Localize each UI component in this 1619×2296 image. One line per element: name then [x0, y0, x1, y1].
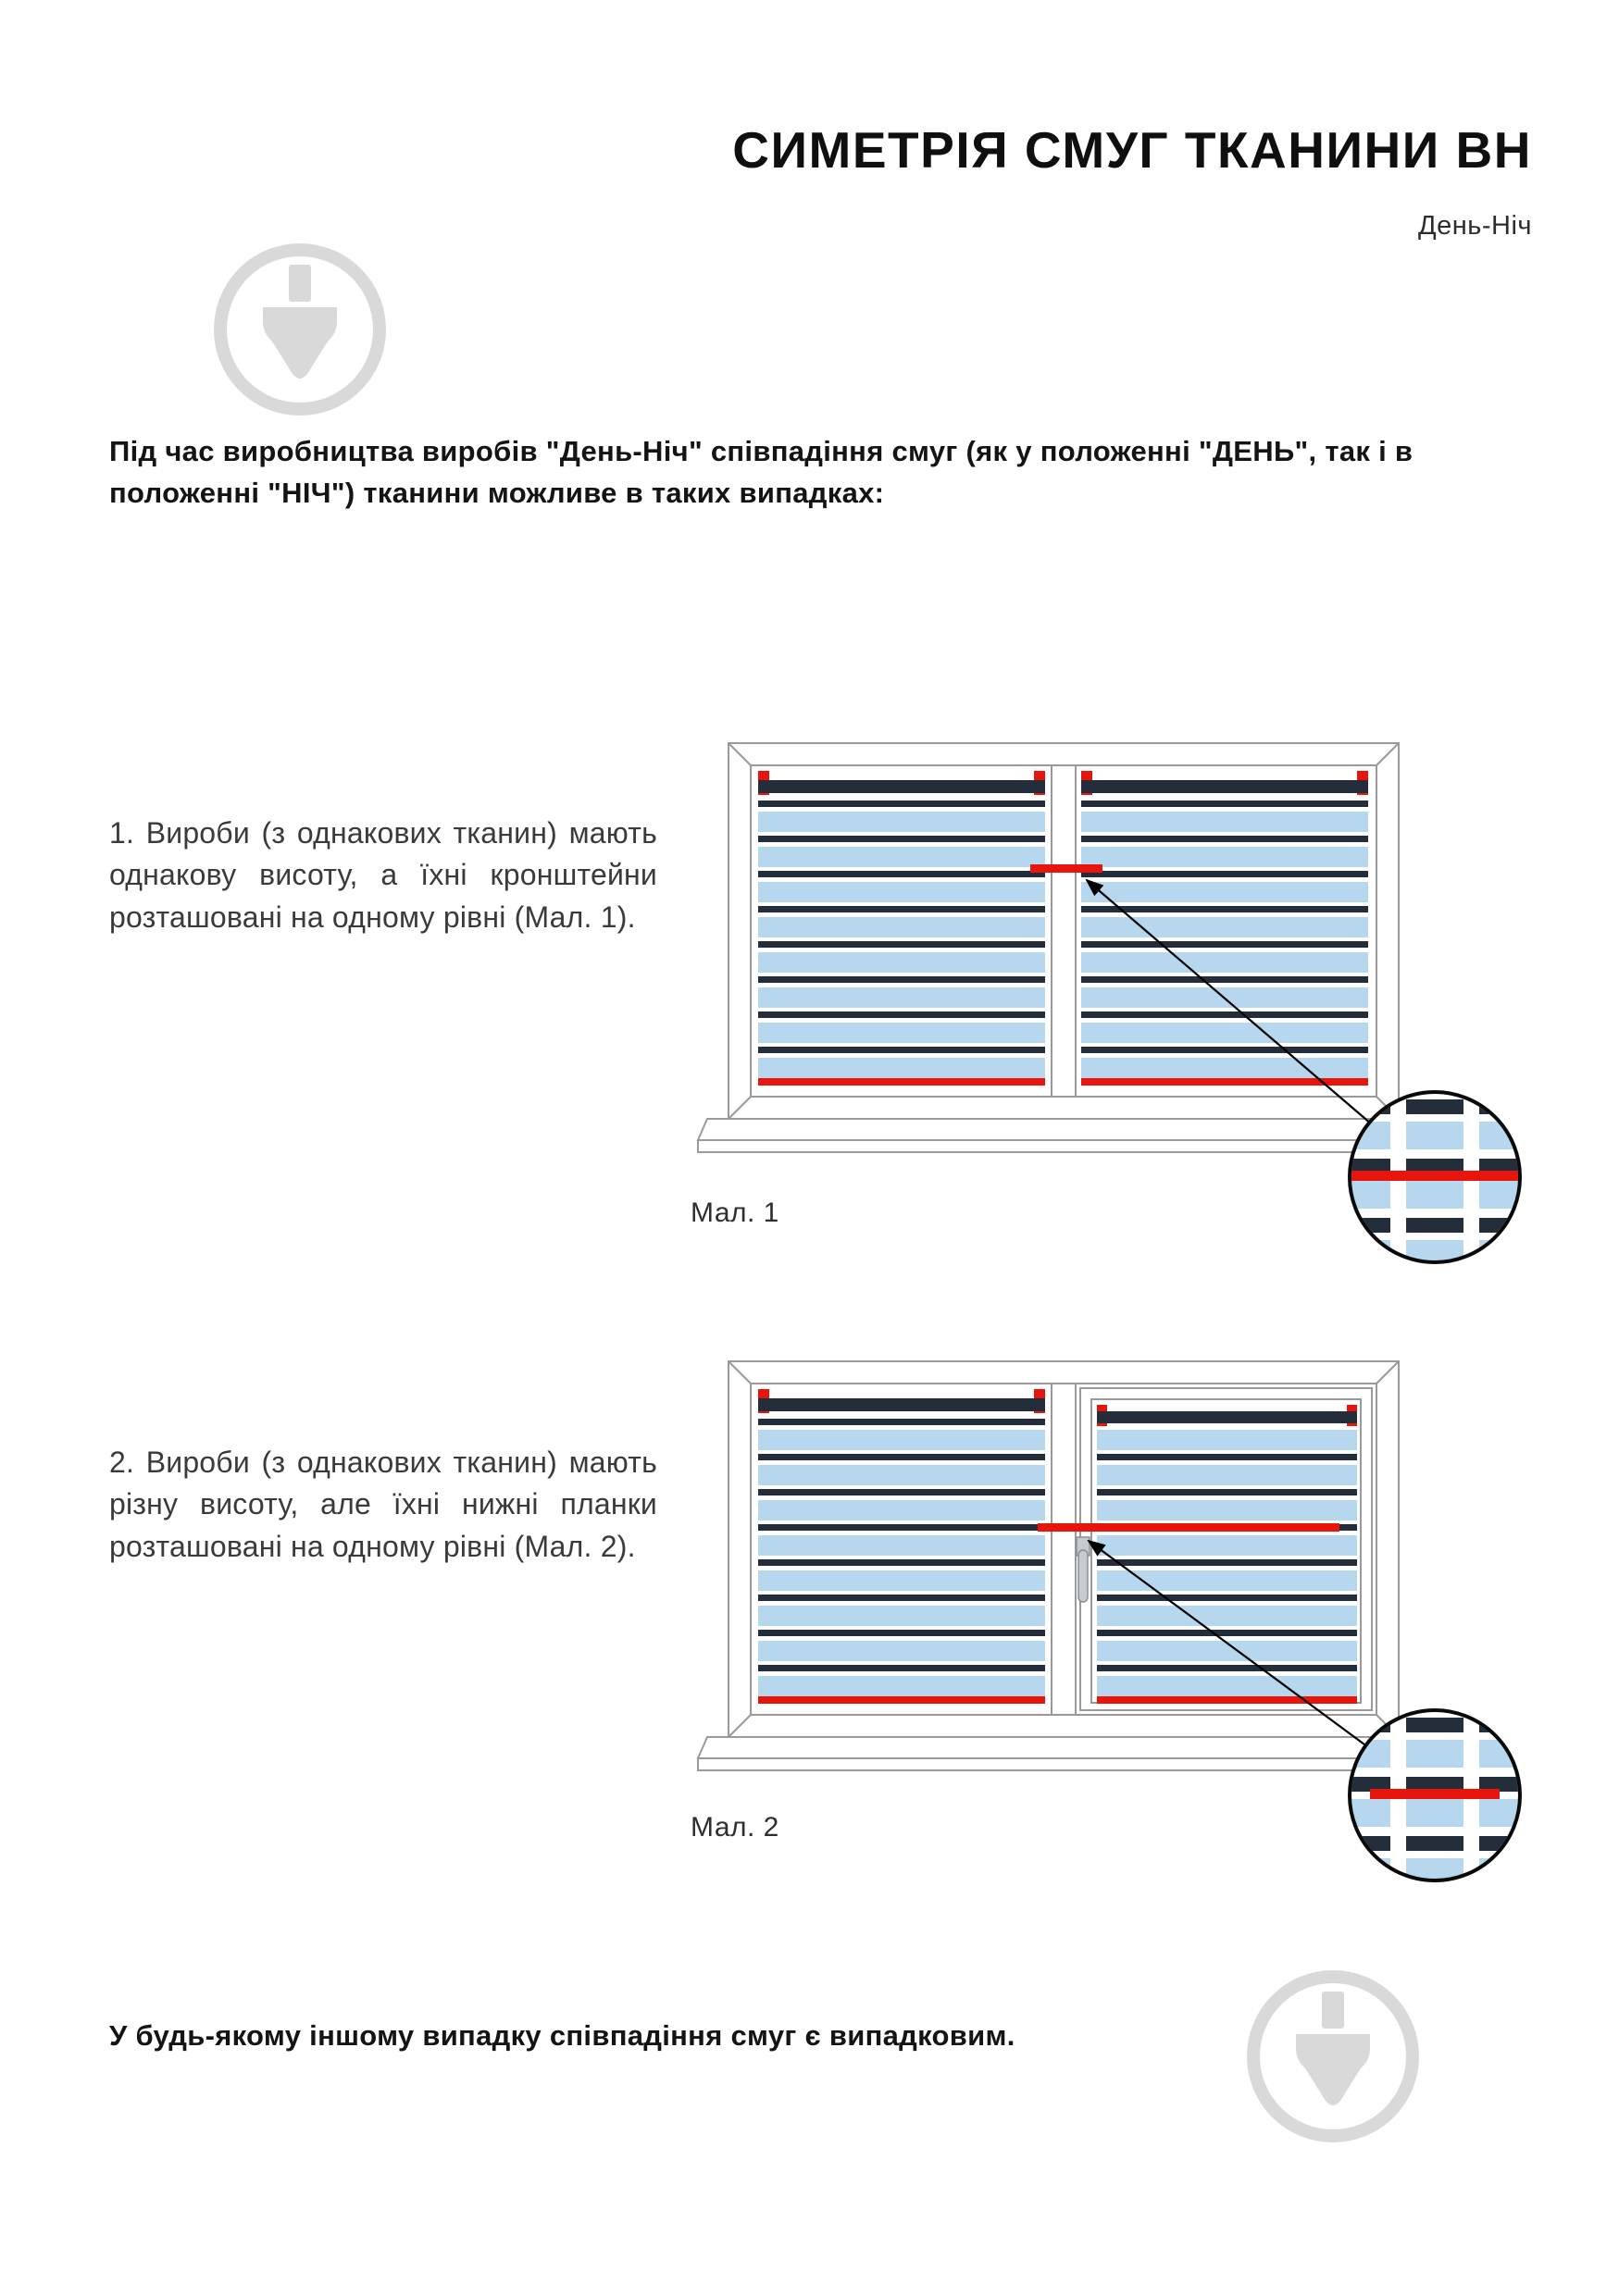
brand-watermark-icon: [214, 243, 386, 416]
page-subtitle: День-Ніч: [1417, 211, 1532, 241]
right-blind: [1081, 771, 1368, 1086]
case-1-text: 1. Вироби (з однакових тканин) мають одн…: [109, 816, 657, 934]
window-mullion: [1051, 1383, 1077, 1716]
blind-bottom-rail: [1081, 1078, 1368, 1086]
brand-watermark-icon: [1240, 1964, 1426, 2153]
blind-cassette: [758, 1398, 1045, 1411]
blind-bottom-rail: [758, 1078, 1045, 1086]
blind-cassette: [1081, 780, 1368, 793]
blind-fabric: [1081, 797, 1368, 1078]
blind-cassette: [758, 780, 1045, 793]
blind-fabric: [758, 1415, 1045, 1696]
page-title: СИМЕТРІЯ СМУГ ТКАНИНИ ВН: [732, 121, 1532, 179]
window-sill: [696, 1118, 1431, 1141]
blind-fabric: [758, 797, 1045, 1078]
document-header: СИМЕТРІЯ СМУГ ТКАНИНИ ВН День-Ніч: [732, 120, 1532, 242]
window-mullion: [1051, 764, 1077, 1098]
right-blind: [1097, 1405, 1357, 1704]
figure-1-caption: Мал. 1: [691, 1198, 779, 1228]
blind-bottom-rail: [1097, 1696, 1357, 1704]
blind-cassette: [1097, 1411, 1357, 1423]
case-2-text: 2. Вироби (з однакових тканин) мають різ…: [109, 1446, 657, 1563]
conclusion-text: У будь-якому іншому випадку співпадіння …: [109, 2019, 1015, 2052]
window-sill: [696, 1736, 1431, 1759]
zoom-detail-circle: [1348, 1090, 1522, 1264]
blind-bottom-rail: [758, 1696, 1045, 1704]
stripe-alignment-marker: [1038, 1523, 1339, 1532]
pointer-arrow: [1087, 1539, 1365, 1745]
figure-2-caption: Мал. 2: [691, 1812, 779, 1843]
left-blind: [758, 771, 1045, 1086]
brand-watermark-icon: [207, 237, 392, 427]
brand-watermark-icon: [1247, 1970, 1419, 2142]
blind-fabric: [1097, 1426, 1357, 1696]
window-illustration-2: [696, 1360, 1522, 1882]
stripe-alignment-marker: [1030, 864, 1102, 873]
zoom-detail-circle: [1348, 1708, 1522, 1882]
left-blind: [758, 1389, 1045, 1704]
pointer-arrow: [1085, 878, 1373, 1125]
intro-text: Під час виробництва виробів "День-Ніч" с…: [109, 435, 1414, 509]
window-handle-icon: [1076, 1536, 1090, 1603]
window-illustration-1: [696, 742, 1522, 1264]
